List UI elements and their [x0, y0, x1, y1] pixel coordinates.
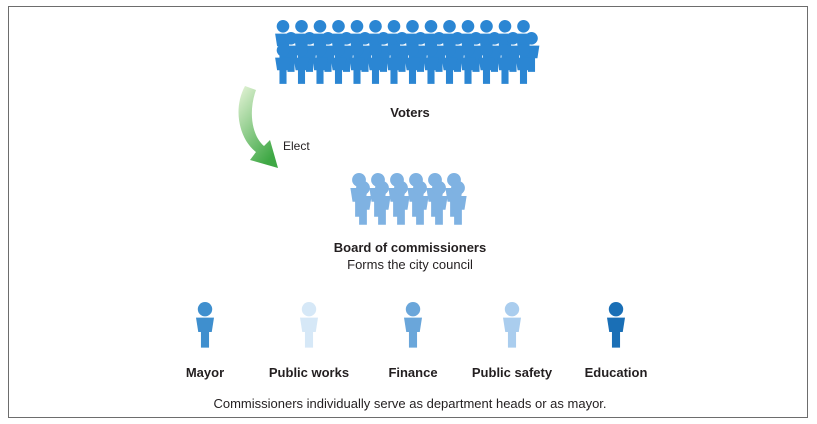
board-title: Board of commissioners [333, 240, 487, 255]
voter-figure [404, 44, 421, 84]
voter-figure [293, 44, 310, 84]
caption: Commissioners individually serve as depa… [213, 396, 607, 411]
education-figure [607, 302, 625, 348]
elect-arrow [238, 86, 278, 168]
voter-figure [497, 44, 513, 84]
role-label-public-works: Public works [268, 365, 350, 380]
voter-figure [386, 44, 402, 84]
voter-figure [423, 44, 439, 84]
role-label-mayor: Mayor [185, 365, 225, 380]
voter-figure [367, 44, 384, 84]
public-safety-figure [503, 302, 521, 348]
voter-figure [515, 44, 532, 84]
voter-figure [330, 44, 347, 84]
public-works-figure [300, 302, 318, 348]
commissioner-figure [392, 181, 410, 225]
commissioner-figure [449, 181, 467, 225]
role-label-public-safety: Public safety [471, 365, 553, 380]
voter-figure [441, 44, 458, 84]
voter-figure [478, 44, 495, 84]
role-label-education: Education [584, 365, 648, 380]
voter-figure [349, 44, 365, 84]
commissioner-figure [430, 181, 448, 225]
voter-figure [312, 44, 328, 84]
board-subtitle: Forms the city council [347, 257, 473, 272]
elect-label: Elect [283, 139, 310, 153]
finance-figure [404, 302, 422, 348]
mayor-figure [196, 302, 214, 348]
board-crowd [350, 173, 467, 225]
diagram-frame [8, 6, 808, 418]
voter-figure [275, 44, 291, 84]
commissioner-figure [411, 181, 429, 225]
voter-figure [460, 44, 476, 84]
commissioner-figure [354, 181, 372, 225]
voters-crowd [275, 20, 540, 84]
role-label-finance: Finance [388, 365, 438, 380]
commissioner-figure [373, 181, 391, 225]
voters-label: Voters [390, 105, 430, 120]
role-figures [196, 302, 625, 348]
